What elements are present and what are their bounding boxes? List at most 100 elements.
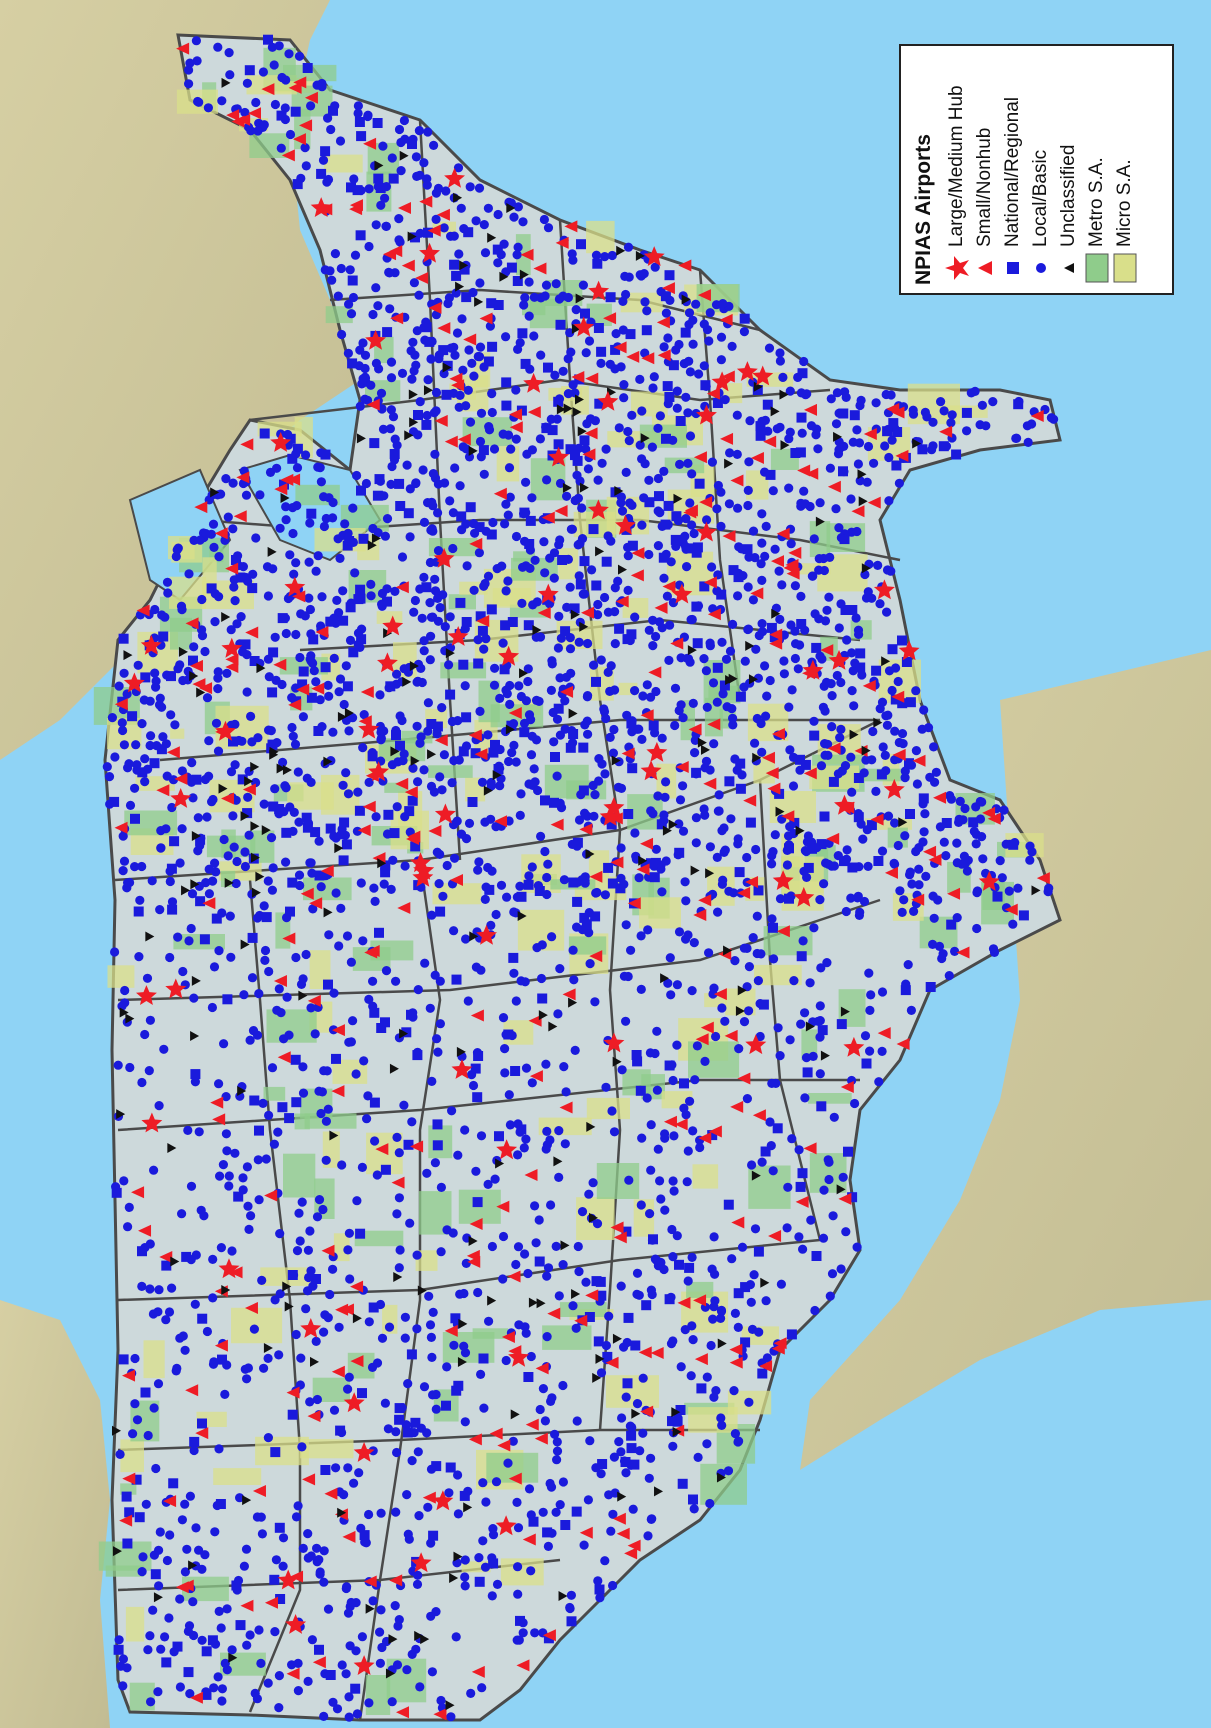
small-nonhub-airport <box>767 782 781 795</box>
local-basic-airport <box>483 203 493 213</box>
local-basic-airport <box>132 1415 143 1425</box>
small-nonhub-airport <box>304 91 318 104</box>
local-basic-airport <box>912 779 923 789</box>
local-basic-airport <box>616 1447 626 1457</box>
local-basic-airport <box>460 1555 470 1565</box>
local-basic-airport <box>495 781 505 791</box>
local-basic-airport <box>501 685 511 695</box>
local-basic-airport <box>240 861 250 872</box>
unclassified-airport <box>562 482 572 493</box>
national-regional-airport <box>765 469 776 480</box>
local-basic-airport <box>836 1264 846 1274</box>
small-nonhub-airport <box>769 637 783 650</box>
national-regional-airport <box>458 659 469 670</box>
unclassified-airport <box>532 625 542 636</box>
local-basic-airport <box>480 578 490 589</box>
local-basic-airport <box>434 354 444 364</box>
national-regional-airport <box>807 843 817 854</box>
national-regional-airport <box>206 583 217 594</box>
unclassified-airport <box>795 825 805 836</box>
small-nonhub-airport <box>763 435 777 448</box>
local-basic-airport <box>952 858 962 868</box>
local-basic-airport <box>346 1597 356 1608</box>
local-basic-airport <box>573 540 583 550</box>
local-basic-airport <box>637 406 647 416</box>
local-basic-airport <box>344 299 354 309</box>
small-nonhub-airport <box>331 1085 345 1098</box>
large-medium-hub-airport <box>432 1490 454 1511</box>
local-basic-airport <box>815 895 825 905</box>
small-nonhub-airport <box>131 1186 145 1199</box>
small-nonhub-airport <box>415 271 429 284</box>
local-basic-airport <box>376 1508 386 1518</box>
national-regional-airport <box>739 313 750 324</box>
national-regional-airport <box>592 258 603 269</box>
small-nonhub-airport <box>277 1051 291 1064</box>
local-basic-airport <box>460 681 470 691</box>
national-regional-airport <box>356 485 366 496</box>
local-basic-airport <box>321 1155 331 1165</box>
small-nonhub-airport <box>533 262 547 275</box>
local-basic-airport <box>210 617 220 627</box>
national-regional-airport <box>684 1262 695 1273</box>
national-regional-airport <box>356 131 367 142</box>
small-nonhub-airport <box>795 1195 809 1208</box>
local-basic-airport <box>350 250 361 260</box>
local-basic-airport <box>708 678 719 688</box>
small-nonhub-airport <box>895 449 909 462</box>
national-regional-airport <box>161 1657 172 1668</box>
local-basic-airport <box>409 366 419 376</box>
national-regional-airport <box>840 605 851 615</box>
local-basic-airport <box>431 1607 441 1617</box>
local-basic-airport <box>394 1148 404 1158</box>
unclassified-airport <box>402 676 412 687</box>
unclassified-airport <box>445 648 455 659</box>
local-basic-airport <box>263 1678 273 1688</box>
local-basic-airport <box>375 690 385 700</box>
local-basic-airport <box>392 1132 402 1142</box>
local-basic-airport <box>847 686 857 696</box>
local-basic-airport <box>294 870 305 880</box>
national-regional-airport <box>302 822 313 833</box>
small-nonhub-airport <box>840 1081 854 1094</box>
local-basic-airport <box>682 1177 692 1187</box>
local-basic-airport <box>900 831 910 841</box>
local-basic-airport <box>428 1307 438 1317</box>
local-basic-airport <box>454 249 464 259</box>
local-basic-airport <box>853 891 863 901</box>
small-nonhub-airport <box>525 1418 539 1431</box>
large-medium-hub-airport <box>377 652 398 673</box>
local-basic-airport <box>364 777 374 788</box>
local-basic-airport <box>400 1333 410 1343</box>
local-basic-airport <box>699 654 709 664</box>
local-basic-airport <box>328 727 338 737</box>
unclassified-airport <box>469 931 479 942</box>
local-basic-airport <box>972 923 982 934</box>
small-nonhub-airport <box>273 975 287 988</box>
local-basic-airport <box>298 712 308 722</box>
local-basic-airport <box>424 1291 434 1301</box>
small-nonhub-airport <box>956 946 970 959</box>
local-basic-airport <box>608 1580 618 1591</box>
local-basic-airport <box>761 521 771 532</box>
local-basic-airport <box>429 140 439 150</box>
local-basic-airport <box>603 667 613 678</box>
small-nonhub-airport <box>612 1512 626 1525</box>
unclassified-airport <box>404 430 414 441</box>
local-basic-airport <box>371 358 381 368</box>
local-basic-airport <box>458 365 468 375</box>
local-basic-airport <box>475 436 486 447</box>
national-regional-airport <box>431 1461 442 1472</box>
local-basic-airport <box>228 478 238 488</box>
local-basic-airport <box>838 1172 848 1182</box>
national-regional-airport <box>472 1197 483 1208</box>
local-basic-airport <box>652 1085 663 1095</box>
local-basic-airport <box>730 1308 741 1318</box>
local-basic-airport <box>486 920 496 931</box>
small-nonhub-airport <box>287 473 301 486</box>
local-basic-airport <box>861 593 872 603</box>
local-basic-airport <box>553 1009 563 1019</box>
local-basic-airport <box>717 1420 727 1430</box>
local-basic-airport <box>378 424 389 434</box>
local-basic-airport <box>232 856 242 867</box>
